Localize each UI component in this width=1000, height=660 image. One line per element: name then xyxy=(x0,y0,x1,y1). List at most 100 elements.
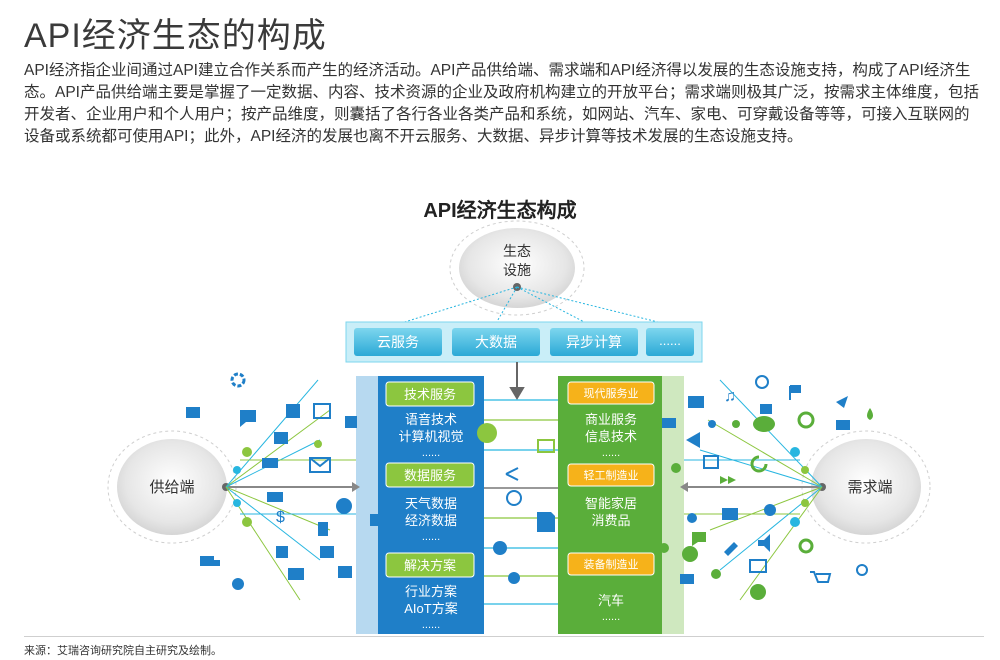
photo-icon xyxy=(760,404,772,414)
rss-icon xyxy=(274,432,288,444)
mail-icon xyxy=(688,396,704,408)
page-title: API经济生态的构成 xyxy=(24,17,327,55)
pencil-icon xyxy=(724,542,738,556)
vimeo-icon xyxy=(750,584,766,600)
link-icon xyxy=(314,440,322,448)
dollar-icon: $ xyxy=(276,509,285,526)
truck-icon xyxy=(200,556,220,566)
chat-bubble-icon xyxy=(753,416,775,432)
infra-item-bigdata xyxy=(452,328,540,356)
gear-icon xyxy=(493,541,507,555)
chat-icon xyxy=(240,410,256,427)
book-icon xyxy=(749,559,767,573)
hospital-icon xyxy=(313,403,331,419)
main-axis xyxy=(226,482,822,492)
supply-item-more: ...... xyxy=(422,531,440,543)
intro-paragraph: API经济指企业间通过API建立合作关系而产生的经济活动。API产品供给端、需求… xyxy=(24,62,979,145)
slider-icon xyxy=(262,458,278,468)
snooker-icon xyxy=(764,504,776,516)
demand-item: 汽车 xyxy=(598,593,624,608)
infra-label-1: 生态 xyxy=(503,243,531,259)
supply-category-header: 解决方案 xyxy=(404,558,456,573)
settings-icon xyxy=(711,569,721,579)
chart-icon xyxy=(345,416,357,428)
mail-icon xyxy=(309,457,331,473)
supply-category-header: 技术服务 xyxy=(404,387,456,402)
demand-item-more: ...... xyxy=(602,611,620,623)
demand-item: 智能家居 xyxy=(585,496,637,511)
gift-icon xyxy=(703,455,719,469)
supply-item-more: ...... xyxy=(422,447,440,459)
supply-category-tech: 技术服务 语音技术 计算机视觉 ...... xyxy=(385,381,475,459)
ring-icon xyxy=(797,411,815,429)
supply-column xyxy=(356,376,484,634)
record-icon xyxy=(798,538,814,554)
drop-icon xyxy=(867,408,873,420)
infra-bar: 云服务 大数据 异步计算 ...... xyxy=(345,321,703,363)
infra-item-async xyxy=(550,328,638,356)
infra-item-cloud xyxy=(354,328,442,356)
toolbox-icon xyxy=(288,568,304,580)
cart-icon xyxy=(810,571,832,583)
demand-label: 需求端 xyxy=(847,479,892,496)
center-icons xyxy=(477,423,555,584)
infra-label-2: 设施 xyxy=(503,262,531,278)
monitor-icon xyxy=(186,407,200,418)
supply-item: AIoT方案 xyxy=(404,601,457,616)
supply-item: 语音技术 xyxy=(405,412,457,427)
document-icon xyxy=(537,512,555,532)
robot-arm-icon xyxy=(286,404,300,418)
camera-icon xyxy=(659,543,669,553)
demand-item-more: ...... xyxy=(602,447,620,459)
demand-category-header: 现代服务业 xyxy=(584,387,639,400)
demand-item: 商业服务 xyxy=(585,412,637,427)
music-icon: ♫ xyxy=(724,388,736,405)
source-note: 来源：艾瑞咨询研究院自主研究及绘制。 xyxy=(24,645,222,657)
refresh-icon xyxy=(230,372,246,388)
supply-item: 行业方案 xyxy=(405,584,457,599)
megaphone-icon xyxy=(686,432,700,448)
infra-bar-label: 异步计算 xyxy=(566,334,622,350)
infra-bar-label: 云服务 xyxy=(377,334,419,350)
supply-item: 经济数据 xyxy=(405,513,457,528)
globe-icon xyxy=(336,498,352,514)
infra-connectors xyxy=(394,286,671,326)
demand-item: 消费品 xyxy=(591,513,630,528)
building-icon xyxy=(276,546,288,558)
gear-icon xyxy=(232,578,244,590)
demand-category-light-mfg: 轻工制造业 智能家居 消费品 xyxy=(567,463,655,528)
grid-icon xyxy=(682,546,698,562)
printer-icon xyxy=(722,508,738,520)
bar-chart-icon xyxy=(338,566,352,578)
power-icon xyxy=(506,490,522,506)
play-icon xyxy=(755,375,769,389)
flag-icon xyxy=(789,385,801,400)
demand-category-header: 装备制造业 xyxy=(584,557,639,571)
location-icon xyxy=(671,463,681,473)
infra-item-more xyxy=(646,328,694,356)
news-icon xyxy=(320,546,334,558)
supply-item: 计算机视觉 xyxy=(398,429,463,444)
demand-category-header: 轻工制造业 xyxy=(584,468,639,482)
send-icon xyxy=(836,396,848,408)
infra-bar-label: ...... xyxy=(659,333,681,348)
source-divider xyxy=(24,636,984,637)
infra-node: 生态 设施 xyxy=(449,220,585,316)
refresh-icon xyxy=(750,455,768,473)
supply-category-data: 数据服务 天气数据 经济数据 ...... xyxy=(385,462,475,543)
supply-node: 供给端 xyxy=(107,430,237,544)
supply-category-header: 数据服务 xyxy=(404,468,456,483)
forward-icon xyxy=(720,476,736,484)
laptop-icon xyxy=(267,492,283,502)
supply-label: 供给端 xyxy=(149,479,194,496)
supply-junction-dots xyxy=(233,447,252,527)
demand-item: 信息技术 xyxy=(585,429,637,444)
image-icon xyxy=(370,514,382,526)
compass-icon xyxy=(856,564,868,576)
check-icon xyxy=(732,420,740,428)
demand-category-equipment-mfg: 装备制造业 汽车 ...... xyxy=(567,552,655,623)
target-icon xyxy=(708,420,716,428)
user-icon xyxy=(508,572,520,584)
server-icon xyxy=(680,574,694,584)
